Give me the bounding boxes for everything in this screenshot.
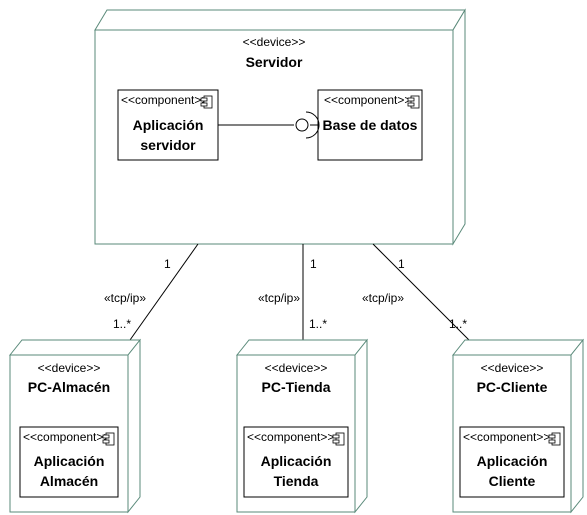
component-stereotype: <<component>>	[121, 93, 208, 107]
component-stereotype: <<component>>	[23, 430, 110, 444]
mult-server-cliente: 1	[398, 257, 405, 271]
link-cliente[interactable]	[372, 243, 470, 341]
server-name: Servidor	[246, 54, 303, 70]
component-name-line1: Aplicación	[261, 453, 332, 469]
component-name-line1: Base de datos	[323, 117, 418, 133]
node-pc-cliente[interactable]: <<device>> PC-Cliente <<component>> Apli…	[451, 338, 585, 514]
component-icon	[200, 95, 213, 109]
component-stereotype: <<component>>	[324, 93, 411, 107]
node-side	[354, 338, 368, 514]
component-name-line2: servidor	[140, 137, 196, 153]
node-top	[451, 339, 585, 356]
component-box	[117, 89, 219, 161]
component-stereotype: <<component>>	[463, 430, 550, 444]
component-name-line2: Almacén	[40, 473, 98, 489]
component-name-line1: Aplicación	[34, 453, 105, 469]
node-pc-tienda[interactable]: <<device>> PC-Tienda <<component>> Aplic…	[235, 338, 369, 514]
component-name-line2: Cliente	[489, 473, 536, 489]
server-node-side	[452, 8, 466, 246]
server-node-top	[94, 9, 466, 31]
node-stereotype: <<device>>	[38, 361, 101, 375]
mult-client-almacen: 1..*	[113, 317, 131, 331]
node-side	[570, 338, 584, 514]
mult-server-tienda: 1	[310, 257, 317, 271]
component-aplicacion-almacen[interactable]: <<component>> Aplicación Almacén	[19, 426, 119, 498]
server-stereotype: <<device>>	[243, 35, 306, 49]
component-aplicacion-servidor[interactable]: <<component>> Aplicación servidor	[117, 89, 219, 161]
component-name-line1: Aplicación	[477, 453, 548, 469]
node-stereotype: <<device>>	[265, 361, 328, 375]
component-icon	[548, 432, 561, 446]
component-base-de-datos[interactable]: <<component>> Base de datos	[317, 89, 423, 161]
mult-client-cliente: 1..*	[449, 317, 467, 331]
component-aplicacion-cliente[interactable]: <<component>> Aplicación Cliente	[459, 426, 565, 498]
node-top	[8, 339, 142, 356]
interface-connector	[218, 111, 320, 139]
node-name: PC-Almacén	[28, 379, 110, 395]
protocol-almacen: «tcp/ip»	[104, 291, 146, 305]
node-name: PC-Cliente	[477, 379, 548, 395]
protocol-tienda: «tcp/ip»	[258, 291, 300, 305]
component-box	[317, 89, 423, 161]
component-icon	[332, 432, 345, 446]
protocol-cliente: «tcp/ip»	[362, 291, 404, 305]
component-box	[19, 426, 119, 498]
node-side	[127, 338, 141, 514]
mult-client-tienda: 1..*	[309, 317, 327, 331]
component-aplicacion-tienda[interactable]: <<component>> Aplicación Tienda	[243, 426, 349, 498]
component-name-line2: Tienda	[274, 473, 319, 489]
link-almacen[interactable]	[129, 243, 199, 341]
component-box	[243, 426, 349, 498]
component-box	[459, 426, 565, 498]
component-icon	[407, 95, 420, 109]
component-icon	[102, 432, 115, 446]
component-name-line1: Aplicación	[133, 117, 204, 133]
node-stereotype: <<device>>	[481, 361, 544, 375]
component-stereotype: <<component>>	[247, 430, 334, 444]
node-top	[235, 339, 369, 356]
node-name: PC-Tienda	[262, 379, 331, 395]
mult-server-almacen: 1	[164, 257, 171, 271]
node-pc-almacen[interactable]: <<device>> PC-Almacén <<component>> Apli…	[8, 338, 142, 514]
